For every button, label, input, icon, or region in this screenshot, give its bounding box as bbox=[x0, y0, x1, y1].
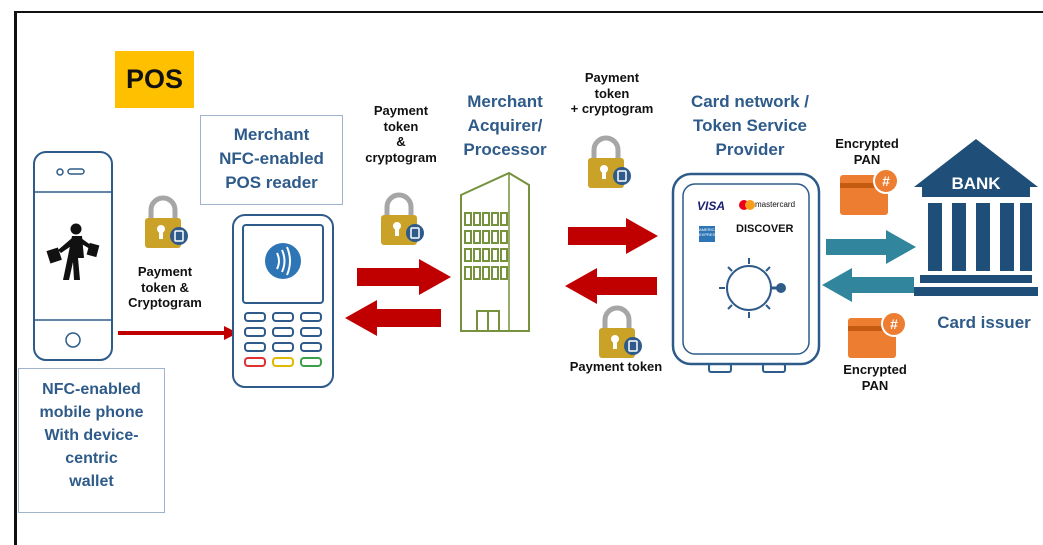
reader-title-box bbox=[200, 115, 343, 205]
phone-caption-line: mobile phone bbox=[39, 404, 144, 421]
issuer-label: Card issuer bbox=[937, 313, 1031, 332]
network-title-line: Card network / bbox=[690, 92, 810, 111]
flow-label-line: Cryptogram bbox=[128, 295, 202, 311]
arrow-issuer-to-network bbox=[822, 268, 914, 302]
encrypted-card-icon: # bbox=[848, 311, 907, 358]
reader-title-line: Merchant bbox=[233, 125, 310, 144]
amex-logo: AMERICAN EXPRESS bbox=[699, 227, 715, 237]
arrow-acquirer-to-reader bbox=[345, 300, 441, 336]
flow-label-line: PAN bbox=[853, 151, 881, 167]
flow-label-line: Encrypted bbox=[843, 362, 907, 377]
arrow-phone-to-reader bbox=[118, 326, 238, 340]
pos-badge: POS bbox=[115, 51, 194, 108]
flow-label-line: Encrypted bbox=[835, 136, 899, 151]
building-icon bbox=[460, 171, 530, 332]
flow-label-line: Payment token bbox=[569, 359, 663, 374]
phone-caption-line: NFC-enabled bbox=[42, 381, 141, 398]
phone-caption-line: centric bbox=[65, 450, 118, 467]
flow-label-line: cryptogram bbox=[365, 149, 437, 165]
network-title-line: Provider bbox=[715, 140, 785, 159]
flow-label-issuer-to-network: Encrypted PAN bbox=[830, 362, 920, 393]
flow-label-line: PAN bbox=[861, 377, 889, 393]
flow-label-line: token & bbox=[141, 279, 189, 295]
network-title-line: Token Service bbox=[692, 116, 808, 135]
mastercard-logo: mastercard bbox=[755, 200, 796, 209]
flow-label-line: token bbox=[383, 118, 419, 134]
shopping-person-icon bbox=[46, 223, 100, 280]
discover-logo: DISCOVER bbox=[736, 223, 794, 235]
svg-text:#: # bbox=[890, 316, 898, 332]
arrow-acquirer-to-network bbox=[568, 218, 658, 254]
phone-caption: NFC-enabled mobile phone With device- ce… bbox=[18, 378, 165, 493]
arrow-reader-to-acquirer bbox=[357, 259, 451, 295]
flow-label-line: token bbox=[594, 85, 630, 101]
phone-caption-box bbox=[18, 368, 165, 513]
lock-icon bbox=[145, 195, 188, 248]
reader-title-line: NFC-enabled bbox=[219, 149, 324, 168]
visa-logo: VISA bbox=[697, 199, 726, 213]
encrypted-card-icon: # bbox=[840, 168, 899, 215]
acquirer-title-line: Processor bbox=[463, 140, 547, 159]
network-title: Card network / Token Service Provider bbox=[675, 90, 825, 162]
bank-label: BANK bbox=[951, 174, 1001, 193]
flow-label-line: Payment bbox=[137, 264, 193, 279]
svg-text:#: # bbox=[882, 173, 890, 189]
flow-label-network-to-issuer: Encrypted PAN bbox=[822, 136, 912, 167]
flow-label-phone-to-reader: Payment token & Cryptogram bbox=[120, 264, 210, 311]
acquirer-title-line: Merchant bbox=[467, 92, 543, 111]
arrow-network-to-acquirer bbox=[565, 268, 657, 304]
flow-label-network-to-acquirer: Payment token bbox=[560, 359, 672, 375]
arrow-network-to-issuer bbox=[826, 230, 916, 264]
flow-label-line: & bbox=[396, 134, 406, 150]
diagram-frame bbox=[14, 11, 1043, 545]
flow-label-line: Payment bbox=[584, 70, 640, 85]
reader-title: Merchant NFC-enabled POS reader bbox=[200, 123, 343, 195]
lock-icon bbox=[599, 305, 642, 358]
pos-reader-icon bbox=[232, 214, 334, 388]
phone-caption-line: With device- bbox=[44, 427, 139, 444]
vault-safe-icon bbox=[671, 172, 821, 373]
acquirer-title-line: Acquirer/ bbox=[467, 116, 543, 135]
phone-caption-line: wallet bbox=[69, 473, 114, 490]
lock-icon bbox=[381, 192, 424, 245]
bank-icon bbox=[914, 139, 1038, 296]
acquirer-title: Merchant Acquirer/ Processor bbox=[445, 90, 565, 162]
flow-label-line: Payment bbox=[373, 103, 429, 118]
flow-label-acquirer-to-network: Payment token + cryptogram bbox=[562, 70, 662, 117]
reader-title-line: POS reader bbox=[225, 173, 318, 192]
flow-label-reader-to-acquirer: Payment token & cryptogram bbox=[356, 103, 446, 165]
flow-label-line: + cryptogram bbox=[570, 101, 654, 117]
lock-icon bbox=[588, 135, 631, 188]
